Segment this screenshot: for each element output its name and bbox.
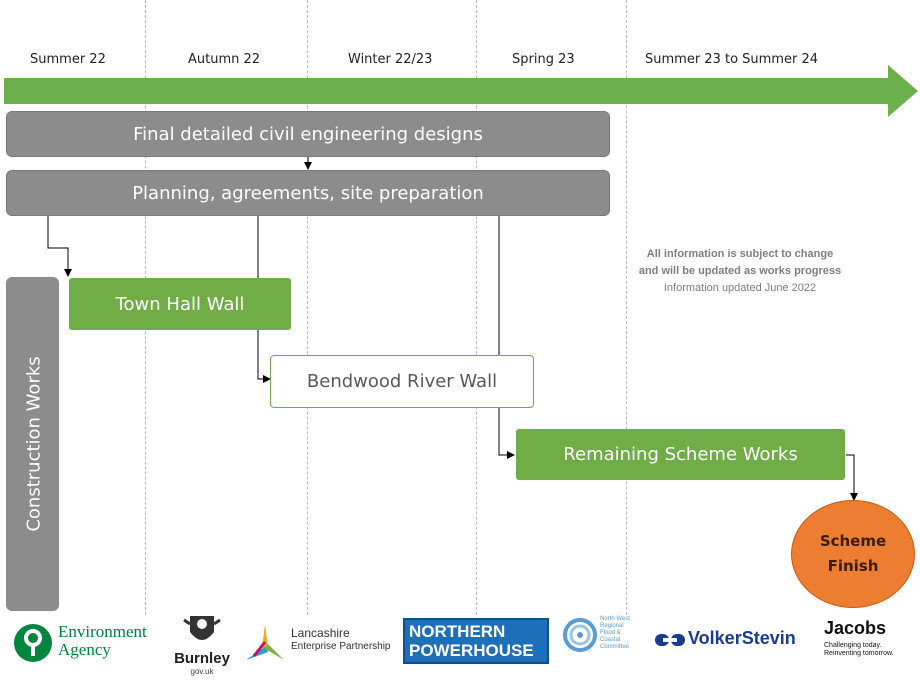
environment-agency-logo: Environment Agency — [12, 620, 162, 668]
disclaimer-line-3: Information updated June 2022 — [663, 282, 817, 294]
wave-swirl-icon — [563, 618, 597, 652]
disclaimer-line-1: All information is subject to change — [646, 248, 834, 260]
period-label-winter-22-23: Winter 22/23 — [348, 52, 433, 67]
phase-bar-planning: Planning, agreements, site preparation — [6, 170, 610, 216]
flood-line-3: Flood & — [600, 630, 621, 636]
period-label-summer-22: Summer 22 — [30, 52, 106, 67]
jacobs-name: Jacobs — [824, 618, 887, 638]
disclaimer-line-2: and will be updated as works progress — [638, 265, 842, 277]
lancs-name-line-1: Lancashire — [291, 626, 350, 640]
period-label-autumn-22: Autumn 22 — [188, 52, 261, 67]
scheme-finish-circle: Scheme Finish — [791, 500, 915, 608]
np-line-1: NORTHERN — [409, 622, 506, 641]
remaining-scheme-works-box: Remaining Scheme Works — [516, 429, 845, 480]
tri-swoosh-icon — [246, 624, 284, 660]
period-label-summer-23-24: Summer 23 to Summer 24 — [645, 52, 818, 67]
period-divider — [307, 0, 308, 615]
tree-icon — [14, 624, 52, 662]
volker-mark-icon — [655, 634, 685, 646]
burnley-domain: gov.uk — [190, 667, 214, 676]
period-label-spring-23: Spring 23 — [512, 52, 575, 67]
disclaimer-note: All information is subject to change and… — [620, 246, 860, 297]
flood-line-2: Regional — [600, 623, 624, 629]
scheme-finish-line-1: Scheme — [819, 532, 887, 550]
burnley-name: Burnley — [174, 650, 230, 667]
flood-line-4: Coastal — [600, 637, 621, 643]
jacobs-logo: Jacobs Challenging today. Reinventing to… — [822, 618, 912, 668]
ea-name-line-1: Environment — [58, 622, 147, 641]
period-divider — [626, 0, 627, 615]
np-line-2: POWERHOUSE — [409, 641, 534, 660]
flood-coastal-committee-logo: North West Regional Flood & Coastal Comm… — [563, 614, 643, 670]
lancashire-lep-logo: Lancashire Enterprise Partnership — [244, 620, 394, 664]
construction-works-label: Construction Works — [23, 356, 45, 532]
burnley-council-logo: Burnley gov.uk — [172, 610, 232, 686]
northern-powerhouse-logo: NORTHERN POWERHOUSE — [403, 618, 549, 664]
jacobs-tagline-1: Challenging today. — [824, 642, 882, 649]
flood-text: North West Regional Flood & Coastal Comm… — [600, 616, 630, 651]
flood-line-5: Committee — [600, 644, 630, 650]
period-divider — [476, 0, 477, 615]
construction-works-bar — [6, 277, 59, 611]
volkerstevin-logo: VolkerStevin — [655, 624, 813, 656]
town-hall-wall-box: Town Hall Wall — [69, 278, 291, 330]
jacobs-tagline-2: Reinventing tomorrow. — [824, 650, 894, 657]
phase-bar-designs: Final detailed civil engineering designs — [6, 111, 610, 157]
lancs-name-line-2: Enterprise Partnership — [291, 641, 391, 652]
scheme-finish-line-2: Finish — [827, 557, 879, 575]
bendwood-river-wall-box: Bendwood River Wall — [270, 355, 534, 408]
volker-name: VolkerStevin — [688, 628, 796, 648]
timeline-arrow — [4, 65, 918, 117]
ea-name-line-2: Agency — [58, 640, 111, 659]
flood-line-1: North West — [600, 616, 630, 622]
coat-of-arms-icon — [183, 616, 221, 640]
